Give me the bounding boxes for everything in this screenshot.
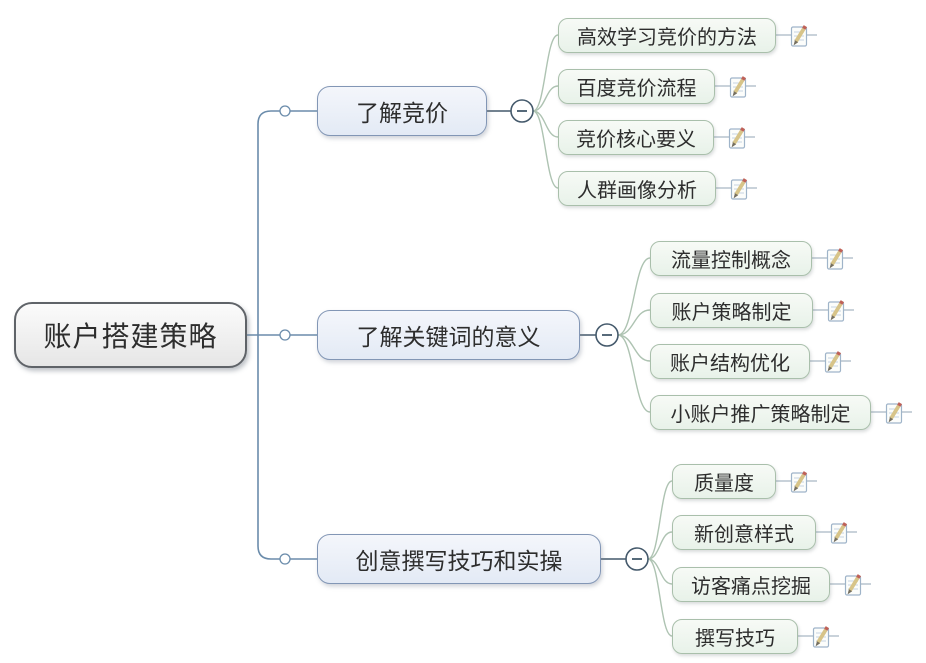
pencil-eraser — [842, 522, 848, 527]
note-pencil-icon[interactable] — [825, 245, 846, 271]
pencil-tip — [833, 537, 839, 543]
pencil-body — [830, 250, 842, 266]
pencil-body — [889, 404, 901, 420]
leaf-connector-curve — [532, 110, 559, 189]
pencil-eraser — [802, 25, 808, 30]
leaf-connector-curve — [617, 334, 651, 413]
pencil-tip — [827, 366, 833, 372]
pencil-tip — [732, 91, 738, 97]
collapse-button[interactable] — [510, 99, 534, 123]
leaf-connector-curve — [617, 309, 651, 336]
pencil-body — [848, 576, 860, 592]
leaf-topic[interactable]: 新创意样式 — [672, 514, 816, 550]
note-pencil-icon[interactable] — [843, 571, 864, 597]
leaf-topic[interactable]: 百度竞价流程 — [558, 68, 715, 104]
leaf-connector-curve — [532, 34, 559, 112]
note-pencil-icon[interactable] — [884, 399, 905, 425]
pencil-eraser — [836, 351, 842, 356]
leaf-topic[interactable]: 账户结构优化 — [650, 343, 810, 379]
leaf-connector-curve — [617, 257, 651, 336]
root-branch1-link — [257, 110, 317, 335]
leaf-connector-curve — [617, 334, 651, 362]
note-pencil-icon[interactable] — [823, 348, 844, 374]
pencil-body — [794, 473, 806, 489]
pencil-body — [816, 628, 828, 644]
leaf-connector-curve — [647, 480, 673, 560]
note-pencil-icon[interactable] — [727, 124, 748, 150]
leaf-topic[interactable]: 人群画像分析 — [558, 170, 716, 206]
pencil-tip — [829, 263, 835, 269]
pencil-body — [794, 27, 806, 43]
collapse-button[interactable] — [625, 547, 649, 571]
pencil-tip — [793, 40, 799, 46]
branch-topic-2[interactable]: 了解关键词的意义 — [317, 310, 580, 360]
note-pencil-icon[interactable] — [826, 297, 847, 323]
pencil-eraser — [897, 402, 903, 407]
root-branch3-link — [257, 335, 317, 560]
leaf-topic[interactable]: 账户策略制定 — [650, 292, 813, 328]
pencil-body — [828, 353, 840, 369]
leaf-topic[interactable]: 竞价核心要义 — [558, 119, 714, 155]
pencil-eraser — [741, 76, 747, 81]
pencil-eraser — [742, 178, 748, 183]
collapse-button[interactable] — [595, 323, 619, 347]
pencil-body — [733, 78, 745, 94]
pencil-tip — [847, 589, 853, 595]
note-pencil-icon[interactable] — [789, 468, 810, 494]
pencil-eraser — [856, 574, 862, 579]
pencil-eraser — [802, 471, 808, 476]
leaf-topic[interactable]: 小账户推广策略制定 — [650, 394, 871, 430]
root-topic[interactable]: 账户搭建策略 — [14, 302, 247, 368]
branch-junction-dot — [279, 553, 291, 565]
pencil-eraser — [839, 300, 845, 305]
leaf-connector-curve — [647, 558, 673, 637]
pencil-body — [732, 129, 744, 145]
pencil-body — [831, 302, 843, 318]
pencil-eraser — [824, 626, 830, 631]
branch-junction-dot — [279, 329, 291, 341]
note-pencil-icon[interactable] — [789, 22, 810, 48]
pencil-eraser — [740, 127, 746, 132]
note-pencil-icon[interactable] — [729, 175, 750, 201]
pencil-tip — [888, 417, 894, 423]
leaf-topic[interactable]: 访客痛点挖掘 — [672, 566, 830, 602]
pencil-tip — [733, 193, 739, 199]
leaf-connector-curve — [532, 85, 559, 112]
note-pencil-icon[interactable] — [811, 623, 832, 649]
leaf-connector-curve — [647, 531, 673, 560]
branch-topic-3[interactable]: 创意撰写技巧和实操 — [317, 534, 601, 584]
leaf-topic[interactable]: 流量控制概念 — [650, 240, 812, 276]
leaf-topic[interactable]: 撰写技巧 — [672, 618, 798, 654]
branch-topic-1[interactable]: 了解竞价 — [317, 86, 487, 136]
pencil-tip — [731, 142, 737, 148]
pencil-tip — [793, 486, 799, 492]
note-pencil-icon[interactable] — [728, 73, 749, 99]
leaf-topic[interactable]: 质量度 — [672, 463, 776, 499]
pencil-eraser — [838, 248, 844, 253]
pencil-body — [834, 524, 846, 540]
note-pencil-icon[interactable] — [829, 519, 850, 545]
leaf-topic[interactable]: 高效学习竞价的方法 — [558, 17, 776, 53]
pencil-tip — [830, 315, 836, 321]
branch-junction-dot — [279, 105, 291, 117]
pencil-body — [734, 180, 746, 196]
pencil-tip — [815, 641, 821, 647]
